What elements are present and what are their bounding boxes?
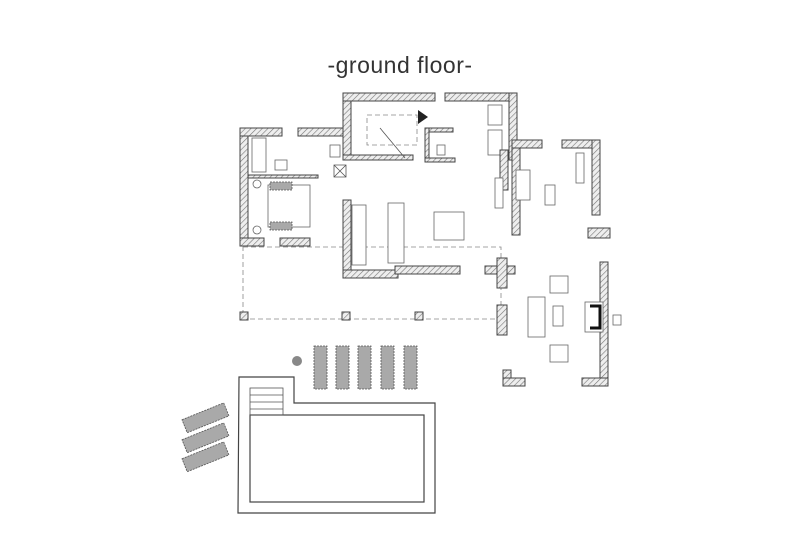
stair-arrow-icon [418, 110, 428, 124]
bedroom-wing [239, 127, 351, 247]
sun-loungers [181, 345, 418, 473]
wc-rooms [424, 92, 518, 163]
living-room [496, 139, 622, 387]
terrace [239, 246, 502, 321]
swimming-pool [237, 376, 436, 514]
plan-title: -ground floor- [327, 52, 473, 78]
plant-pot [292, 356, 302, 366]
staircase [342, 92, 436, 161]
kitchen-dining [333, 149, 516, 279]
